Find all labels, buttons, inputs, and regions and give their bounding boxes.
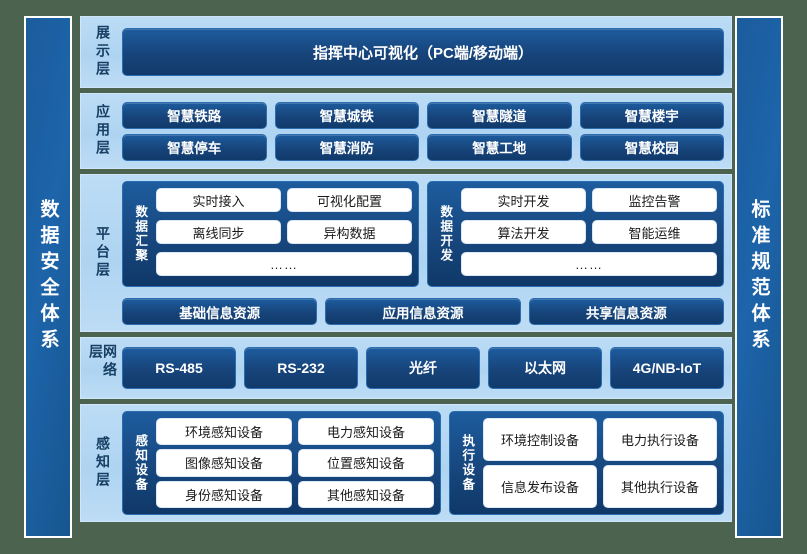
resource-application-information[interactable]: 应用信息资源 — [325, 298, 521, 325]
actuator-other[interactable]: 其他执行设备 — [603, 465, 717, 508]
layer-body-display: 指挥中心可视化（PC端/移动端） — [118, 23, 724, 81]
layer-display: 展示层 指挥中心可视化（PC端/移动端） — [80, 16, 732, 88]
app-item-smart-firefighting[interactable]: 智慧消防 — [274, 133, 419, 161]
sensing-group-sensors: 感知设备 环境感知设备 电力感知设备 图像感知设备 位置感知设备 身份感知设备 … — [122, 411, 442, 515]
platform-group-label-development-text: 数据开发 — [438, 205, 453, 263]
platform-cell-aggregation-more[interactable]: …… — [156, 252, 412, 276]
sensor-other[interactable]: 其他感知设备 — [298, 480, 435, 508]
application-grid: 智慧铁路 智慧城铁 智慧隧道 智慧楼宇 智慧停车 智慧消防 智慧工地 智慧校园 — [122, 101, 724, 161]
layer-label-sensing: 感知层 — [88, 411, 118, 515]
network-item-fiber[interactable]: 光纤 — [366, 347, 480, 389]
platform-group-label-development: 数据开发 — [434, 188, 456, 280]
platform-group-data-development: 数据开发 实时开发 监控告警 算法开发 智能运维 …… — [427, 181, 724, 287]
layer-body-application: 智慧铁路 智慧城铁 智慧隧道 智慧楼宇 智慧停车 智慧消防 智慧工地 智慧校园 — [118, 100, 724, 162]
app-item-smart-railway[interactable]: 智慧铁路 — [122, 101, 267, 129]
app-item-smart-parking[interactable]: 智慧停车 — [122, 133, 267, 161]
platform-cell-algorithm-development[interactable]: 算法开发 — [461, 220, 586, 244]
network-grid: RS-485 RS-232 光纤 以太网 4G/NB-IoT — [122, 347, 724, 389]
layer-sensing: 感知层 感知设备 环境感知设备 电力感知设备 图像感知设备 位置感知设备 — [80, 404, 732, 522]
layer-body-sensing: 感知设备 环境感知设备 电力感知设备 图像感知设备 位置感知设备 身份感知设备 … — [118, 411, 724, 515]
layer-label-sensing-text: 感知层 — [95, 436, 111, 490]
network-item-rs232[interactable]: RS-232 — [244, 347, 358, 389]
network-item-rs485[interactable]: RS-485 — [122, 347, 236, 389]
sensing-group-label-sensors: 感知设备 — [129, 418, 151, 508]
layer-label-network: 网络层 — [88, 344, 118, 392]
left-pillar-label: 数据安全体系 — [37, 199, 59, 355]
app-item-smart-campus[interactable]: 智慧校园 — [579, 133, 724, 161]
sensing-group-label-actuators-text: 执行设备 — [460, 434, 475, 492]
platform-cell-realtime-development[interactable]: 实时开发 — [461, 188, 586, 212]
sensor-location[interactable]: 位置感知设备 — [298, 449, 435, 477]
platform-cell-visual-config[interactable]: 可视化配置 — [287, 188, 412, 212]
app-item-smart-building[interactable]: 智慧楼宇 — [579, 101, 724, 129]
sensing-group-label-actuators: 执行设备 — [456, 418, 478, 508]
platform-cells-aggregation: 实时接入 可视化配置 离线同步 异构数据 …… — [156, 188, 412, 280]
layer-stack: 展示层 指挥中心可视化（PC端/移动端） 应用层 智慧铁路 智慧城铁 智慧隧道 … — [80, 16, 732, 538]
actuator-information-release[interactable]: 信息发布设备 — [483, 465, 598, 508]
platform-cell-monitoring-alarm[interactable]: 监控告警 — [592, 188, 717, 212]
platform-group-data-aggregation: 数据汇聚 实时接入 可视化配置 离线同步 异构数据 …… — [122, 181, 419, 287]
layer-label-application: 应用层 — [88, 100, 118, 162]
sensor-image[interactable]: 图像感知设备 — [156, 449, 293, 477]
sensing-cells-sensors: 环境感知设备 电力感知设备 图像感知设备 位置感知设备 身份感知设备 其他感知设… — [156, 418, 435, 508]
actuator-power-execution[interactable]: 电力执行设备 — [603, 418, 717, 461]
network-item-ethernet[interactable]: 以太网 — [488, 347, 602, 389]
sensor-environment[interactable]: 环境感知设备 — [156, 418, 293, 446]
app-item-smart-tunnel[interactable]: 智慧隧道 — [427, 101, 572, 129]
layer-label-application-text: 应用层 — [95, 104, 111, 158]
sensor-power[interactable]: 电力感知设备 — [298, 418, 435, 446]
resource-shared-information[interactable]: 共享信息资源 — [528, 298, 724, 325]
right-pillar-label: 标准规范体系 — [748, 199, 770, 355]
app-item-smart-construction[interactable]: 智慧工地 — [427, 133, 572, 161]
layer-application: 应用层 智慧铁路 智慧城铁 智慧隧道 智慧楼宇 智慧停车 智慧消防 智慧工地 智… — [80, 93, 732, 169]
sensing-cells-actuators: 环境控制设备 电力执行设备 信息发布设备 其他执行设备 — [483, 418, 717, 508]
platform-cell-development-more[interactable]: …… — [461, 252, 717, 276]
layer-body-network: RS-485 RS-232 光纤 以太网 4G/NB-IoT — [118, 344, 724, 392]
sensing-groups: 感知设备 环境感知设备 电力感知设备 图像感知设备 位置感知设备 身份感知设备 … — [122, 411, 724, 515]
sensor-identity[interactable]: 身份感知设备 — [156, 480, 293, 508]
right-pillar-standards: 标准规范体系 — [735, 16, 783, 538]
platform-group-label-aggregation: 数据汇聚 — [129, 188, 151, 280]
platform-cell-intelligent-ops[interactable]: 智能运维 — [592, 220, 717, 244]
platform-cell-offline-sync[interactable]: 离线同步 — [156, 220, 281, 244]
layer-body-platform: 数据汇聚 实时接入 可视化配置 离线同步 异构数据 …… 数 — [118, 181, 724, 325]
platform-cells-development: 实时开发 监控告警 算法开发 智能运维 …… — [461, 188, 717, 280]
layer-network: 网络层 RS-485 RS-232 光纤 以太网 4G/NB-IoT — [80, 337, 732, 399]
sensing-group-actuators: 执行设备 环境控制设备 电力执行设备 信息发布设备 其他执行设备 — [449, 411, 724, 515]
layer-label-display-text: 展示层 — [95, 25, 111, 79]
resource-basic-information[interactable]: 基础信息资源 — [122, 298, 318, 325]
platform-cell-heterogeneous-data[interactable]: 异构数据 — [287, 220, 412, 244]
platform-resource-row: 基础信息资源 应用信息资源 共享信息资源 — [122, 298, 724, 325]
layer-label-display: 展示层 — [88, 23, 118, 81]
platform-groups: 数据汇聚 实时接入 可视化配置 离线同步 异构数据 …… 数 — [122, 181, 724, 287]
layer-label-network-text: 网络层 — [88, 344, 118, 380]
layer-label-platform-text: 平台层 — [95, 226, 111, 280]
display-command-center-bar[interactable]: 指挥中心可视化（PC端/移动端） — [122, 28, 724, 76]
layer-label-platform: 平台层 — [88, 181, 118, 325]
left-pillar-data-security: 数据安全体系 — [24, 16, 72, 538]
sensing-group-label-sensors-text: 感知设备 — [133, 434, 148, 492]
layer-platform: 平台层 数据汇聚 实时接入 可视化配置 离线同步 异构数据 — [80, 174, 732, 332]
actuator-environment-control[interactable]: 环境控制设备 — [483, 418, 598, 461]
platform-cell-realtime-access[interactable]: 实时接入 — [156, 188, 281, 212]
network-item-4g-nbiot[interactable]: 4G/NB-IoT — [610, 347, 724, 389]
platform-group-label-aggregation-text: 数据汇聚 — [133, 205, 148, 263]
app-item-smart-urban-rail[interactable]: 智慧城铁 — [274, 101, 419, 129]
